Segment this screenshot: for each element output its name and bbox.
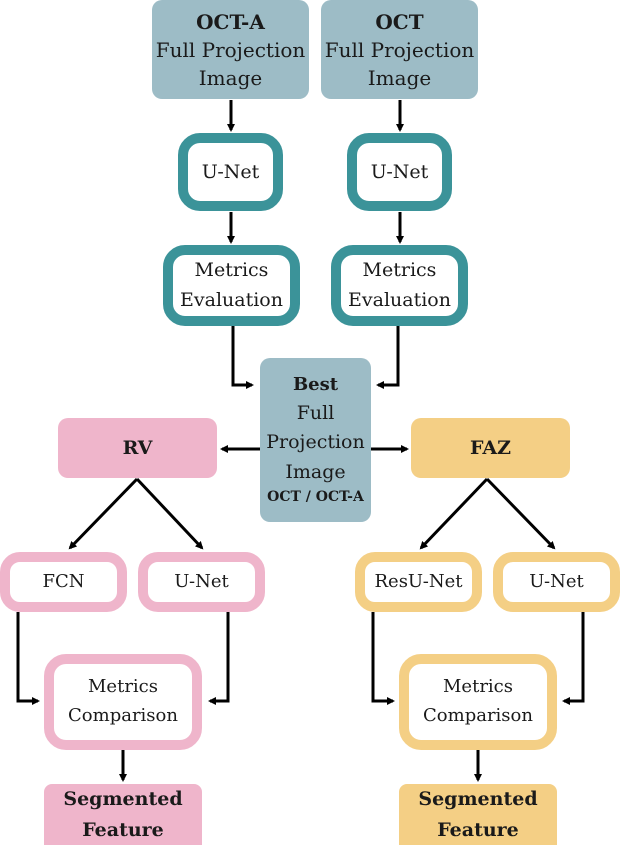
input-oct-full-projection: OCT Full Projection Image <box>321 0 478 99</box>
arrow-fcn-to-comparison <box>16 612 40 705</box>
arrow-rv-unet-to-comparison <box>208 612 230 705</box>
faz-metrics-comparison-line2: Comparison <box>423 705 533 726</box>
best-line1: Full <box>296 401 335 424</box>
input-oct-title: OCT <box>375 9 424 34</box>
faz-segmented-line2: Feature <box>437 818 519 841</box>
arrow-resunet-to-comparison <box>371 612 395 705</box>
input-oct-line1: Full Projection <box>324 37 475 62</box>
faz-metrics-comparison-line1: Metrics <box>443 676 513 698</box>
rv-node: RV <box>58 418 217 478</box>
faz-segmented-feature: Segmented Feature <box>399 784 557 845</box>
arrow-faz-to-resunet <box>419 477 489 550</box>
arrow-faz-unet-to-comparison <box>562 612 585 705</box>
arrow-faz-to-unet <box>485 477 556 550</box>
input-octa-line2: Image <box>198 65 263 90</box>
unet-left: U-Net <box>178 133 283 211</box>
arrow-eval-left-to-best <box>231 326 254 389</box>
unet-right: U-Net <box>347 133 452 211</box>
best-subtitle: OCT / OCT-A <box>267 489 364 506</box>
rv-label: RV <box>122 436 153 459</box>
best-full-projection-image: Best Full Projection Image OCT / OCT-A <box>260 358 371 522</box>
faz-node: FAZ <box>411 418 570 478</box>
faz-segmented-line1: Segmented <box>418 788 538 811</box>
arrow-rv-to-unet <box>135 477 204 550</box>
arrow-eval-right-to-best <box>376 326 400 389</box>
faz-metrics-comparison: Metrics Comparison <box>399 654 557 750</box>
faz-model-resunet: ResU-Net <box>355 552 482 612</box>
input-oct-line2: Image <box>367 65 432 90</box>
unet-left-label: U-Net <box>201 160 260 183</box>
rv-model-unet: U-Net <box>138 552 265 612</box>
rv-segmented-line1: Segmented <box>63 788 183 811</box>
input-octa-title: OCT-A <box>196 9 265 34</box>
metrics-evaluation-right-line1: Metrics <box>362 259 437 282</box>
rv-metrics-comparison-line2: Comparison <box>68 705 178 726</box>
rv-model-fcn: FCN <box>0 552 127 612</box>
best-line3: Image <box>285 460 346 483</box>
input-octa-full-projection: OCT-A Full Projection Image <box>152 0 309 99</box>
metrics-evaluation-right-line2: Evaluation <box>348 288 451 311</box>
rv-model-unet-label: U-Net <box>174 571 229 593</box>
rv-segmented-feature: Segmented Feature <box>44 784 202 845</box>
best-title: Best <box>292 374 339 396</box>
rv-metrics-comparison-line1: Metrics <box>88 676 158 698</box>
metrics-evaluation-right: Metrics Evaluation <box>331 245 468 326</box>
input-octa-line1: Full Projection <box>155 37 306 62</box>
metrics-evaluation-left: Metrics Evaluation <box>163 245 300 326</box>
best-line2: Projection <box>266 431 365 454</box>
metrics-evaluation-left-line1: Metrics <box>194 259 269 282</box>
rv-model-fcn-label: FCN <box>42 571 85 593</box>
unet-right-label: U-Net <box>370 160 429 183</box>
rv-segmented-line2: Feature <box>82 818 164 841</box>
faz-model-resunet-label: ResU-Net <box>374 571 463 593</box>
metrics-evaluation-left-line2: Evaluation <box>180 288 283 311</box>
faz-model-unet: U-Net <box>493 552 620 612</box>
faz-label: FAZ <box>470 436 511 459</box>
faz-model-unet-label: U-Net <box>529 571 584 593</box>
rv-metrics-comparison: Metrics Comparison <box>44 654 202 750</box>
arrow-rv-to-fcn <box>68 477 139 550</box>
